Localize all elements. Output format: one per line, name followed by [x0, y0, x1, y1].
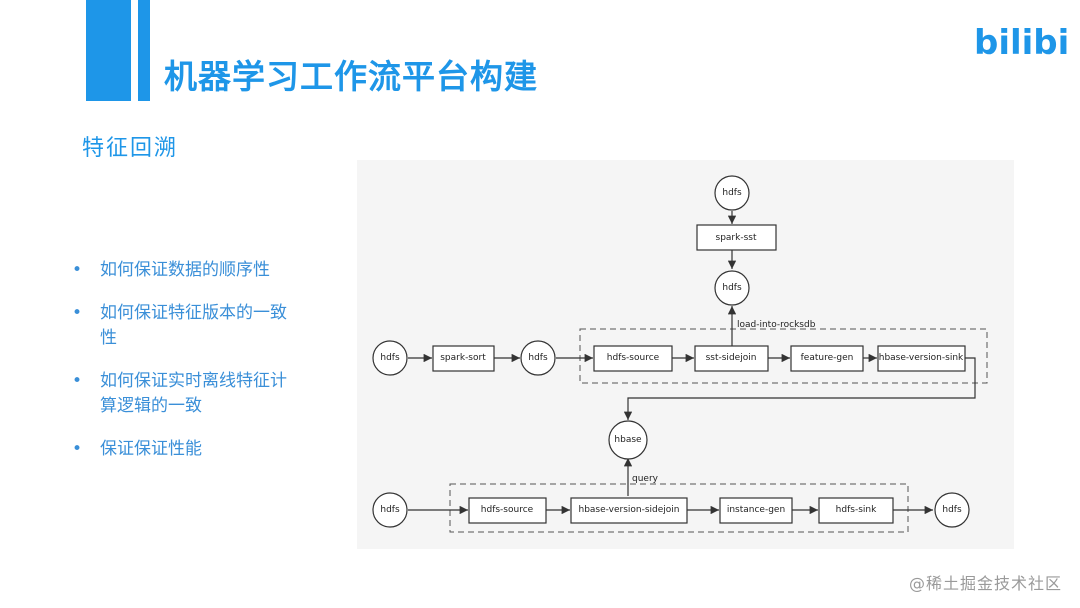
bilibili-logo-text: bilibili [974, 23, 1068, 63]
bullet-item: • 保证保证性能 [72, 437, 302, 462]
bullet-item: • 如何保证实时离线特征计算逻辑的一致 [72, 369, 302, 419]
bullet-text: 如何保证数据的顺序性 [100, 260, 270, 280]
node-label: hbase-version-sink [879, 353, 964, 363]
bullet-dot-icon: • [72, 260, 83, 280]
node-label: hdfs [722, 188, 742, 198]
bullet-dot-icon: • [72, 371, 83, 391]
pipeline-diagram: load-into-rocksdb query hdfs spark- [372, 175, 988, 533]
slide-title: 机器学习工作流平台构建 [164, 57, 538, 96]
node-hdfs-source-2 [468, 497, 547, 524]
node-hdfs-bottom-right [934, 492, 970, 528]
node-hbase-version-sidejoin [570, 497, 688, 524]
node-hdfs-top [714, 175, 750, 211]
node-instance-gen [719, 497, 793, 524]
node-hdfs-left [372, 340, 408, 376]
bullet-text: 如何保证特征版本的一致性 [100, 303, 287, 348]
accent-bar-narrow [138, 0, 150, 101]
node-spark-sort [432, 345, 495, 372]
node-sst-sidejoin [694, 345, 769, 372]
edge-to-hbase [623, 357, 976, 420]
node-spark-sst [696, 224, 777, 251]
node-label: spark-sst [716, 233, 757, 243]
node-hbase-version-sink [877, 345, 966, 372]
node-hdfs-bottom-left [372, 492, 408, 528]
stream-job-group-top [579, 328, 988, 384]
node-hdfs-sink [818, 497, 894, 524]
bullet-text: 保证保证性能 [100, 439, 202, 459]
node-hdfs-sorted [520, 340, 556, 376]
node-label: feature-gen [801, 353, 854, 363]
bilibili-logo: bilibili [974, 23, 1068, 63]
bullet-item: • 如何保证特征版本的一致性 [72, 301, 302, 351]
stream-job-group-bottom [449, 483, 909, 533]
node-label: hbase [614, 435, 642, 445]
accent-bar-wide [86, 0, 131, 101]
node-label: hdfs [722, 283, 742, 293]
node-label: instance-gen [727, 505, 785, 515]
diagram-panel: load-into-rocksdb query hdfs spark- [357, 160, 1014, 549]
node-label: hdfs-source [607, 353, 660, 363]
node-label: hbase-version-sidejoin [578, 505, 679, 515]
node-label: hdfs [380, 353, 400, 363]
node-hdfs-mid [714, 270, 750, 306]
section-subtitle: 特征回溯 [82, 136, 179, 161]
node-label: hdfs-sink [836, 505, 877, 515]
node-feature-gen [790, 345, 864, 372]
node-hdfs-source-1 [593, 345, 673, 372]
watermark: @稀土掘金技术社区 [908, 574, 1062, 593]
bullet-dot-icon: • [72, 303, 83, 323]
bullet-text: 如何保证实时离线特征计算逻辑的一致 [100, 371, 287, 416]
node-label: hdfs [942, 505, 962, 515]
node-hbase [608, 420, 648, 460]
label-load-into-rocksdb: load-into-rocksdb [737, 320, 816, 330]
node-label: hdfs [380, 505, 400, 515]
bullet-dot-icon: • [72, 439, 83, 459]
node-label: spark-sort [440, 353, 486, 363]
bullet-list: • 如何保证数据的顺序性 • 如何保证特征版本的一致性 • 如何保证实时离线特征计算逻… [72, 258, 302, 480]
bullet-item: • 如何保证数据的顺序性 [72, 258, 302, 283]
node-label: hdfs-source [481, 505, 534, 515]
label-query: query [632, 474, 659, 484]
node-label: sst-sidejoin [706, 353, 757, 363]
node-label: hdfs [528, 353, 548, 363]
diagram-edges [408, 211, 976, 515]
